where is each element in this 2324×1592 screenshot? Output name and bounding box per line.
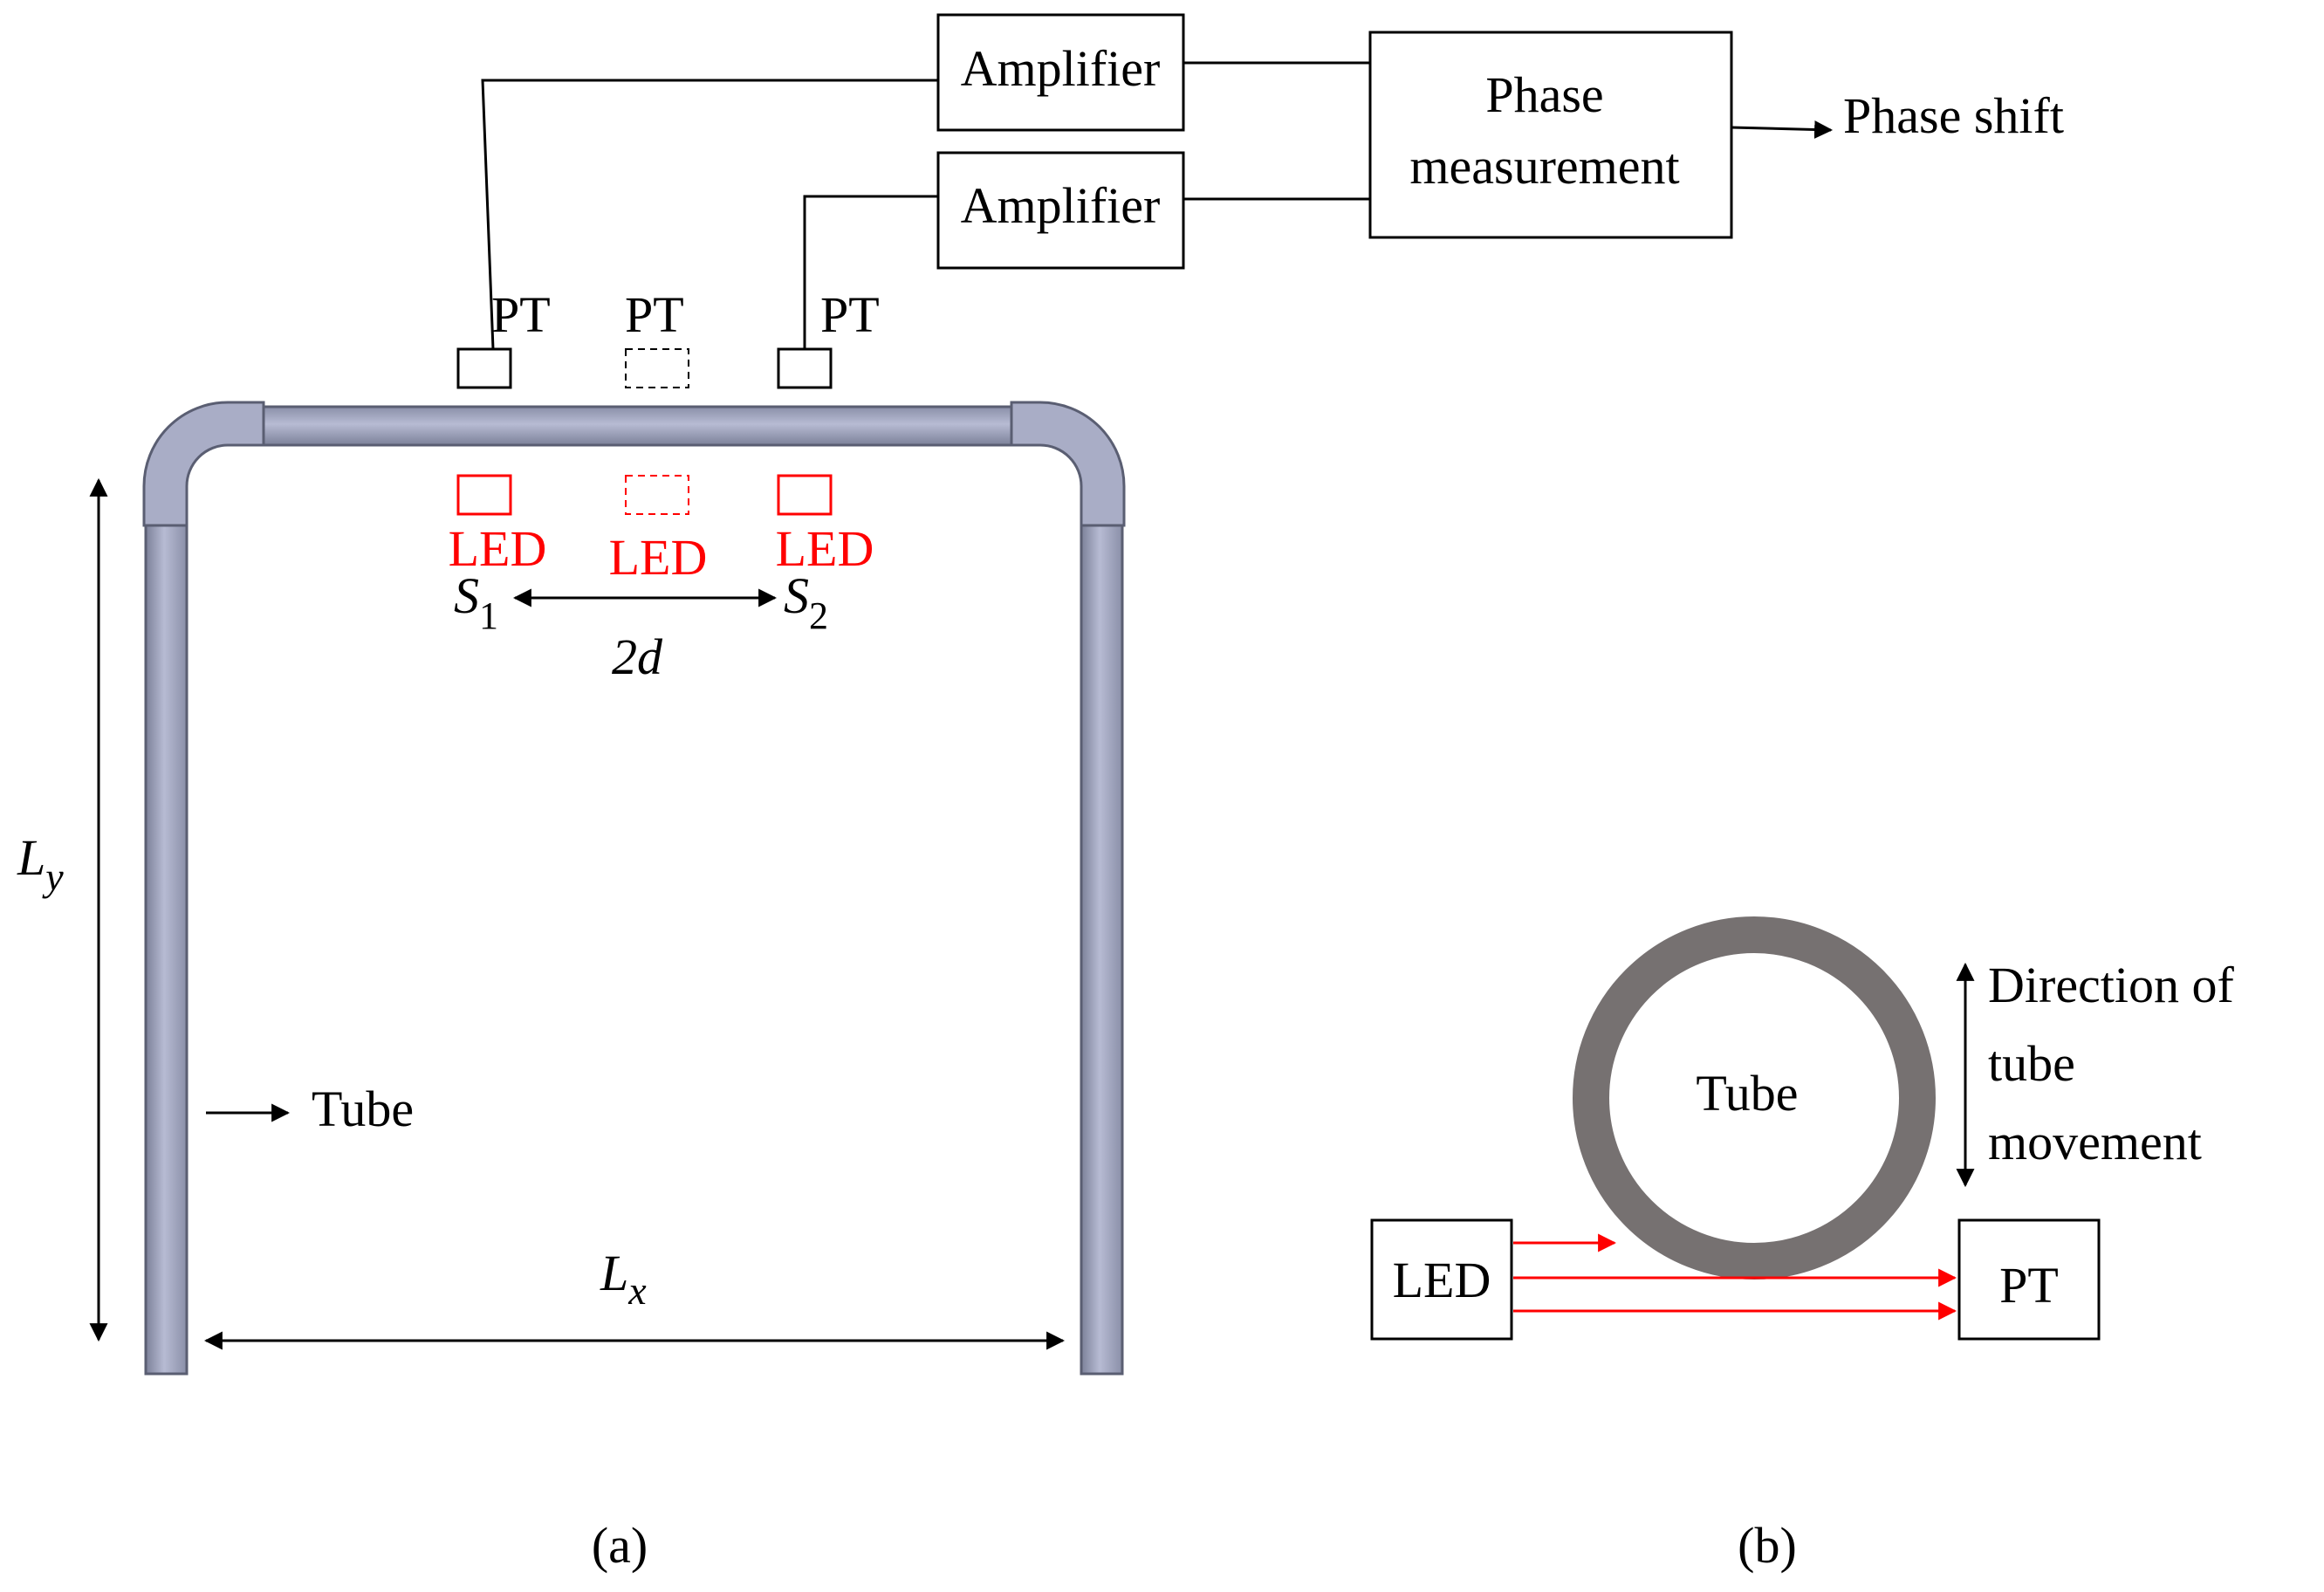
pt-right-label: PT (820, 286, 880, 343)
tube-cross-section (1573, 916, 1936, 1280)
s2-symbol: S (784, 567, 809, 624)
tube-left-leg (144, 524, 189, 1376)
ly-label: Ly (17, 829, 64, 899)
led-left-label: LED (449, 520, 547, 577)
direction-line2: tube (1988, 1035, 2075, 1092)
pt-left-label: PT (491, 286, 551, 343)
pt-right-box (777, 347, 833, 389)
pt-label-b: PT (1999, 1257, 2059, 1314)
phase-box-line1: Phase (1485, 66, 1603, 123)
s1-label: S1 (454, 567, 498, 637)
wire-right-pt-to-amplifier (803, 195, 938, 349)
tube-top-segment (262, 405, 1013, 447)
s2-label: S2 (784, 567, 828, 637)
lx-label: Lx (600, 1245, 647, 1313)
pt-middle-label: PT (625, 286, 684, 343)
amplifier-bottom-label: Amplifier (961, 177, 1161, 234)
ly-subscript: y (42, 854, 64, 899)
u-tube (142, 401, 1126, 1376)
led-middle-box (625, 475, 689, 515)
wire-left-pt-to-amplifier (481, 79, 938, 350)
direction-line3: movement (1988, 1114, 2202, 1170)
lx-symbol: L (600, 1245, 628, 1301)
led-right-box (777, 474, 833, 516)
tube-label-a: Tube (312, 1081, 414, 1137)
amplifier-top-label: Amplifier (961, 40, 1161, 97)
direction-line1: Direction of (1988, 957, 2235, 1013)
pt-left-box (456, 347, 512, 389)
led-left-box (456, 474, 512, 516)
tube-right-leg (1080, 524, 1124, 1376)
phase-shift-label: Phase shift (1843, 87, 2064, 144)
tube-label-b: Tube (1696, 1065, 1798, 1122)
panel-a: Amplifier Amplifier Phase measurement Ph… (17, 13, 2064, 1574)
caption-b: (b) (1738, 1517, 1797, 1574)
led-label-b: LED (1393, 1252, 1491, 1308)
spacing-label: 2d (612, 628, 663, 685)
tube-bend-left (142, 401, 265, 527)
panel-b: Tube Direction of tube movement LED PT (… (1370, 916, 2235, 1574)
pt-middle-box (625, 348, 689, 388)
phase-measurement-box (1368, 31, 1733, 239)
s2-subscript: 2 (809, 594, 828, 637)
lx-subscript: x (627, 1268, 647, 1313)
amplifier-top-box (936, 13, 1185, 132)
led-middle-label: LED (609, 529, 708, 586)
led-right-label: LED (776, 520, 874, 577)
phase-box-line2: measurement (1409, 138, 1679, 195)
tube-bend-right (1010, 401, 1126, 527)
led-box-b (1370, 1218, 1513, 1341)
pt-box-b (1957, 1218, 2101, 1341)
amplifier-bottom-box (936, 151, 1185, 270)
s1-symbol: S (454, 567, 479, 624)
caption-a: (a) (592, 1517, 648, 1574)
s1-subscript: 1 (479, 594, 498, 637)
phase-output-arrow (1731, 120, 1834, 139)
ly-symbol: L (17, 829, 45, 886)
